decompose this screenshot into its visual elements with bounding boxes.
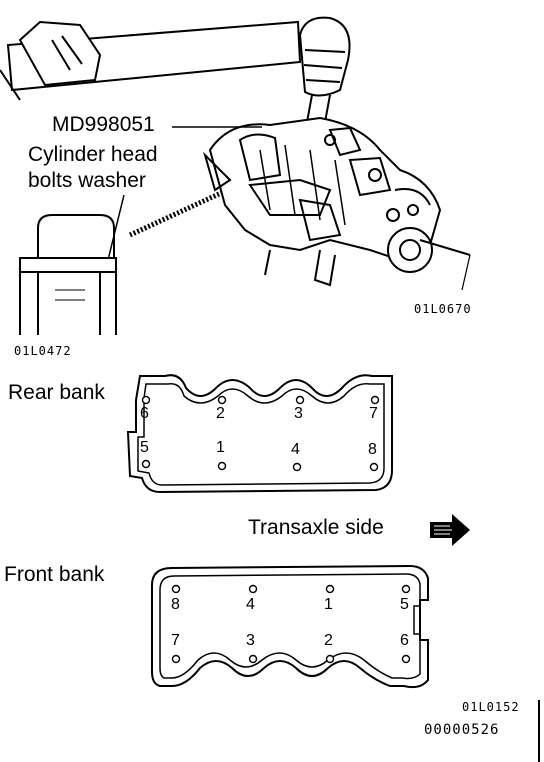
engine-figure-code: 01L0670 xyxy=(414,302,472,316)
washer-label-line2: bolts washer xyxy=(28,169,146,192)
washer-label-line1: Cylinder head xyxy=(28,143,158,166)
rear-bank-gasket xyxy=(126,374,393,494)
rear-bolt-number: 4 xyxy=(291,441,300,458)
rear-bolt-number: 1 xyxy=(216,439,225,456)
washer-inset xyxy=(19,214,117,335)
front-bolt-number: 8 xyxy=(171,596,180,613)
rear-bolt-number: 5 xyxy=(140,439,149,456)
document-number: 00000526 xyxy=(424,722,500,738)
rear-bolt-number: 3 xyxy=(294,405,303,422)
rear-bank-label: Rear bank xyxy=(8,381,105,404)
transaxle-side-label: Transaxle side xyxy=(248,516,384,539)
front-bank-label: Front bank xyxy=(4,563,105,586)
rear-bolt-number: 2 xyxy=(216,405,225,422)
front-bank-gasket xyxy=(151,564,429,689)
front-bolt-number: 2 xyxy=(324,632,333,649)
front-bolt-number: 4 xyxy=(246,596,255,613)
rear-bolt-number: 6 xyxy=(140,405,149,422)
banks-figure-code: 01L0152 xyxy=(462,700,520,714)
tool-label: MD998051 xyxy=(52,113,155,136)
front-bolt-number: 1 xyxy=(324,596,333,613)
rear-bolt-number: 7 xyxy=(369,405,378,422)
front-bolt-number: 5 xyxy=(400,596,409,613)
front-bolt-number: 3 xyxy=(246,632,255,649)
front-bolt-number: 7 xyxy=(171,632,180,649)
direction-arrow-icon xyxy=(430,514,470,546)
front-bank-holes xyxy=(171,584,411,664)
washer-figure-code: 01L0472 xyxy=(14,344,72,358)
front-bolt-number: 6 xyxy=(400,632,409,649)
rear-bolt-number: 8 xyxy=(368,441,377,458)
engine-illustration xyxy=(0,16,471,291)
rear-bank-holes xyxy=(141,395,380,472)
